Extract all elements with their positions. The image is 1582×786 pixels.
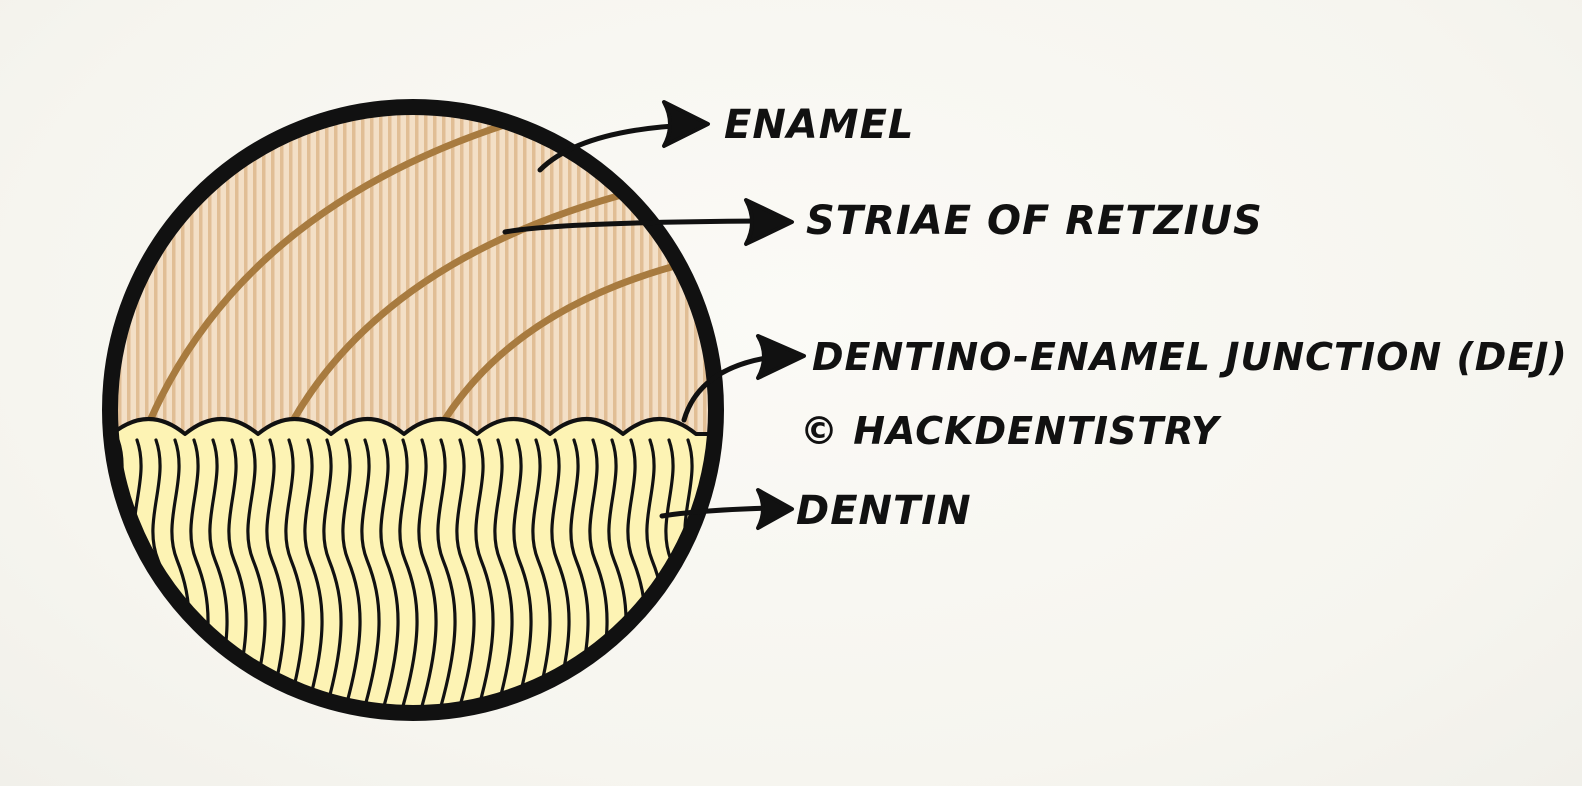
arrow-head-icon bbox=[744, 198, 794, 246]
enamel-rod bbox=[577, 114, 581, 434]
enamel-rod bbox=[343, 114, 347, 434]
enamel-rod bbox=[118, 114, 122, 434]
enamel-region bbox=[117, 114, 709, 434]
label-enamel: ENAMEL bbox=[724, 102, 914, 148]
enamel-rod bbox=[613, 114, 617, 434]
enamel-rod bbox=[307, 114, 311, 434]
arrow-head-icon bbox=[662, 100, 710, 148]
enamel-rod bbox=[298, 114, 302, 434]
leader-dej bbox=[681, 334, 806, 423]
enamel-rod bbox=[523, 114, 527, 434]
enamel-rod bbox=[172, 114, 176, 434]
label-striae-of-retzius: STRIAE OF RETZIUS bbox=[806, 198, 1263, 244]
dentin-tubule bbox=[302, 438, 324, 706]
enamel-rod bbox=[586, 114, 590, 434]
enamel-rod bbox=[514, 114, 518, 434]
enamel-rod bbox=[631, 114, 635, 434]
enamel-rod bbox=[352, 114, 356, 434]
enamel-rod bbox=[604, 114, 608, 434]
dentin-tubule bbox=[378, 438, 400, 706]
enamel-rod bbox=[424, 114, 428, 434]
stria-line bbox=[276, 186, 644, 434]
enamel-rod bbox=[379, 114, 383, 434]
arrow-head-icon bbox=[756, 334, 806, 380]
arrow-head-icon bbox=[756, 488, 794, 530]
enamel-rod bbox=[280, 114, 284, 434]
enamel-rod bbox=[415, 114, 419, 434]
dentin-tubule bbox=[264, 438, 286, 706]
enamel-rod bbox=[532, 114, 536, 434]
leader-dentin bbox=[659, 488, 794, 530]
tooth-cross-section bbox=[102, 99, 724, 721]
enamel-rod bbox=[316, 114, 320, 434]
dentin-tubule bbox=[359, 438, 381, 706]
enamel-rod bbox=[496, 114, 500, 434]
enamel-rod bbox=[658, 114, 662, 434]
enamel-rod bbox=[460, 114, 464, 434]
enamel-rod bbox=[649, 114, 653, 434]
label-dentin: DENTIN bbox=[796, 488, 972, 534]
enamel-rod bbox=[163, 114, 167, 434]
dentin-tubule bbox=[492, 438, 514, 706]
dentin-tubule bbox=[530, 438, 552, 706]
enamel-rod bbox=[190, 114, 194, 434]
enamel-rod bbox=[199, 114, 203, 434]
enamel-rod bbox=[334, 114, 338, 434]
dentin-tubule bbox=[340, 438, 362, 706]
enamel-rod bbox=[154, 114, 158, 434]
enamel-rod bbox=[667, 114, 671, 434]
enamel-rod bbox=[622, 114, 626, 434]
dentin-tubule bbox=[283, 438, 305, 706]
dentin-tubule bbox=[511, 438, 533, 706]
stria-line bbox=[136, 116, 524, 434]
enamel-rod bbox=[703, 114, 707, 434]
label-copyright: © HACKDENTISTRY bbox=[800, 409, 1222, 453]
enamel-rod bbox=[361, 114, 365, 434]
dentin-tubule bbox=[321, 438, 343, 706]
striae-of-retzius-lines bbox=[136, 116, 694, 434]
enamel-rod bbox=[541, 114, 545, 434]
enamel-rod bbox=[469, 114, 473, 434]
enamel-rod bbox=[271, 114, 275, 434]
enamel-rod bbox=[451, 114, 455, 434]
enamel-rod bbox=[235, 114, 239, 434]
enamel-rod bbox=[181, 114, 185, 434]
leader-enamel bbox=[537, 100, 710, 173]
enamel-rod bbox=[226, 114, 230, 434]
enamel-rod bbox=[559, 114, 563, 434]
label-dentino-enamel-junction: DENTINO-ENAMEL JUNCTION (DEJ) bbox=[812, 335, 1568, 379]
enamel-rod bbox=[388, 114, 392, 434]
dentin-tubule bbox=[435, 438, 457, 706]
stria-line bbox=[426, 258, 694, 434]
leader-striae bbox=[502, 198, 794, 246]
enamel-rod bbox=[217, 114, 221, 434]
dentin-tubule bbox=[473, 438, 495, 706]
enamel-rod bbox=[442, 114, 446, 434]
enamel-rod bbox=[262, 114, 266, 434]
enamel-rod bbox=[208, 114, 212, 434]
dentin-tubule bbox=[454, 438, 476, 706]
enamel-rod bbox=[289, 114, 293, 434]
enamel-rod bbox=[325, 114, 329, 434]
enamel-rod bbox=[406, 114, 410, 434]
enamel-rod bbox=[370, 114, 374, 434]
enamel-rod bbox=[550, 114, 554, 434]
dentin-tubule bbox=[549, 438, 571, 706]
enamel-rod bbox=[478, 114, 482, 434]
enamel-rod bbox=[568, 114, 572, 434]
enamel-rod bbox=[127, 114, 131, 434]
dentin-tubule bbox=[397, 438, 419, 706]
enamel-rod bbox=[487, 114, 491, 434]
dej-scalloped-line bbox=[117, 417, 709, 436]
outer-ring bbox=[102, 99, 724, 721]
enamel-rod bbox=[505, 114, 509, 434]
dentin-tubule bbox=[416, 438, 438, 706]
enamel-rod bbox=[595, 114, 599, 434]
dentin-tubule bbox=[245, 438, 267, 706]
enamel-rod bbox=[397, 114, 401, 434]
